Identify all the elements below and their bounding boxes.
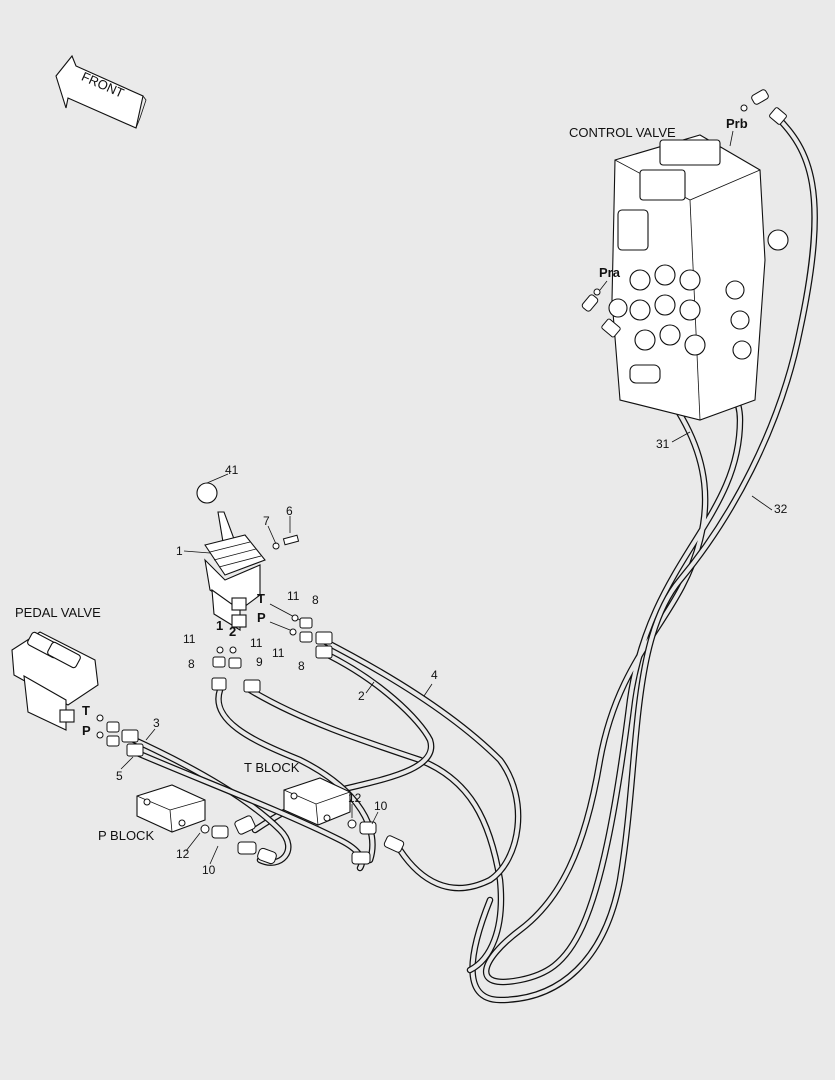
hose-2 bbox=[246, 686, 505, 974]
callouts: 41 7 6 1 11 8 11 11 11 8 8 9 2 4 3 5 12 … bbox=[116, 437, 788, 877]
callout-32: 32 bbox=[774, 502, 788, 516]
callout-3: 3 bbox=[153, 716, 160, 730]
leader-1 bbox=[183, 550, 211, 554]
elbow-fitting-pra bbox=[581, 294, 599, 312]
t-block: T BLOCK bbox=[244, 760, 351, 826]
elbow-fitting-prb bbox=[751, 89, 769, 105]
joystick-port-1: 1 bbox=[216, 618, 223, 633]
callout-11-a: 11 bbox=[287, 589, 300, 603]
callout-10-b: 10 bbox=[202, 863, 216, 877]
callout-10-a: 10 bbox=[374, 799, 388, 813]
control-valve: CONTROL VALVE Prb Pra bbox=[569, 104, 789, 421]
callout-6: 6 bbox=[286, 504, 293, 518]
callout-8-a: 8 bbox=[312, 593, 319, 607]
pedal-port-p: P bbox=[82, 723, 91, 738]
hose-32 bbox=[469, 112, 818, 1004]
joystick-fittings bbox=[211, 614, 333, 693]
callout-11-c: 11 bbox=[250, 636, 263, 650]
callout-2: 2 bbox=[358, 689, 365, 703]
callout-41: 41 bbox=[225, 463, 239, 477]
front-arrow-icon: FRONT bbox=[55, 54, 147, 129]
callout-4: 4 bbox=[431, 668, 438, 682]
callout-8-b: 8 bbox=[188, 657, 195, 671]
leader-7 bbox=[267, 525, 277, 545]
hose-end-31 bbox=[601, 318, 621, 338]
callout-11-b: 11 bbox=[183, 632, 196, 646]
port-prb-label: Prb bbox=[726, 116, 748, 131]
callout-31: 31 bbox=[656, 437, 670, 451]
hose-3 bbox=[126, 734, 292, 866]
port-pra-label: Pra bbox=[599, 265, 621, 280]
joystick-port-p: P bbox=[257, 610, 266, 625]
t-block-label: T BLOCK bbox=[244, 760, 300, 775]
hose-end-32 bbox=[769, 107, 787, 125]
leader-41 bbox=[206, 473, 229, 484]
callout-7: 7 bbox=[263, 514, 270, 528]
callout-8-c: 8 bbox=[298, 659, 305, 673]
leader-lines bbox=[120, 431, 773, 865]
control-valve-label: CONTROL VALVE bbox=[569, 125, 676, 140]
callout-11-d: 11 bbox=[272, 646, 285, 660]
p-block-label: P BLOCK bbox=[98, 828, 154, 843]
pedal-valve: PEDAL VALVE T P bbox=[11, 605, 101, 738]
p-block: P BLOCK bbox=[98, 784, 206, 843]
fitting-10-right bbox=[347, 819, 405, 865]
pedal-valve-label: PEDAL VALVE bbox=[15, 605, 101, 620]
fitting-10-left bbox=[200, 815, 277, 865]
knob-41 bbox=[196, 482, 218, 504]
hose-4 bbox=[318, 636, 522, 892]
callout-9: 9 bbox=[256, 655, 263, 669]
callout-1: 1 bbox=[176, 544, 183, 558]
control-valve-spools bbox=[629, 264, 752, 384]
pedal-fittings bbox=[96, 714, 144, 757]
callout-5: 5 bbox=[116, 769, 123, 783]
joystick-port-t: T bbox=[257, 591, 265, 606]
joystick-valve: T P 1 2 bbox=[196, 482, 266, 639]
bolt-6 bbox=[272, 534, 300, 550]
hose-31 bbox=[483, 326, 744, 986]
callout-12-a: 12 bbox=[348, 791, 362, 805]
pedal-port-t: T bbox=[82, 703, 90, 718]
joystick-port-2: 2 bbox=[229, 624, 236, 639]
